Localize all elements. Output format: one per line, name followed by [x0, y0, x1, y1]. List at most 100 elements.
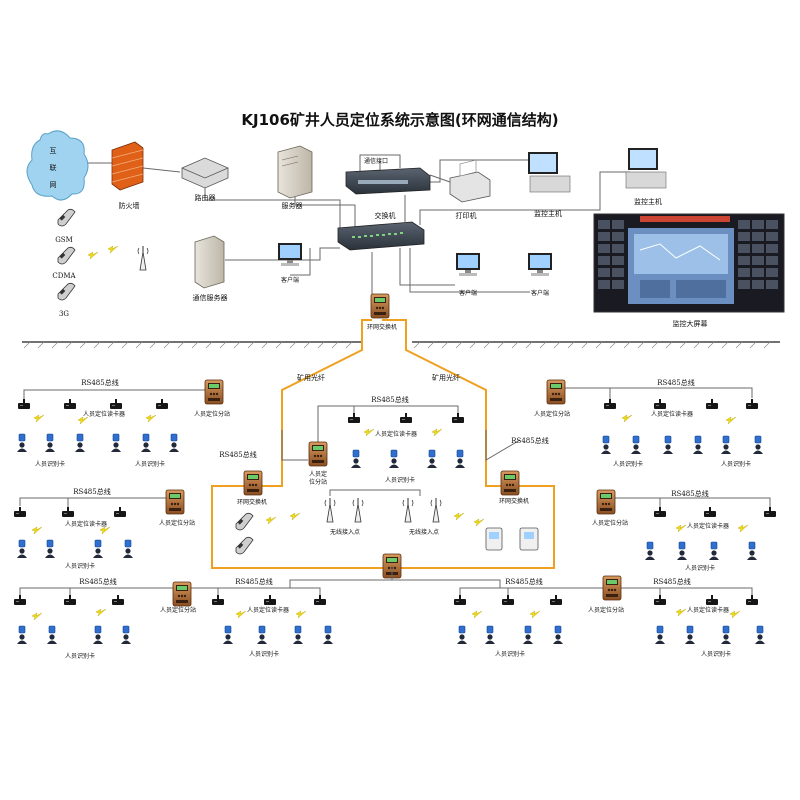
- id-card-icon: [16, 539, 28, 559]
- id-card-icon: [754, 625, 766, 645]
- signal-bolt-icon: [363, 428, 375, 437]
- rs485-label: RS485总线: [81, 378, 118, 387]
- router-icon: [181, 157, 229, 189]
- fiber-label: 矿用光纤: [432, 373, 460, 382]
- id-card-icon: [662, 435, 674, 455]
- id-card-icon: [454, 449, 466, 469]
- id-card-icon: [644, 541, 656, 561]
- rs485-label: RS485总线: [79, 577, 116, 586]
- diagram-title: KJ106矿井人员定位系统示意图(环网通信结构): [241, 111, 558, 129]
- id-card-icon: [720, 625, 732, 645]
- id-card-icon: [720, 435, 732, 455]
- reader-icon: [654, 595, 666, 605]
- substation-label: 人员定位分站: [159, 519, 195, 527]
- ring-switch-icon: [370, 293, 390, 319]
- reader-icon: [400, 413, 412, 423]
- substation-label: 人员定位分站: [534, 410, 570, 418]
- card-label: 人员识别卡: [249, 650, 279, 658]
- reader-icon: [14, 595, 26, 605]
- substation-label: 位分站: [309, 478, 327, 486]
- fiber-label: 矿用光纤: [297, 373, 325, 382]
- rs485-label: RS485总线: [653, 577, 690, 586]
- signal-bolt-icon: [471, 610, 483, 619]
- id-card-icon: [256, 625, 268, 645]
- reader-icon: [18, 399, 30, 409]
- reader-label: 人员定位读卡器: [651, 410, 693, 418]
- id-card-icon: [426, 449, 438, 469]
- substation-icon: [602, 575, 622, 601]
- phone-icon: [57, 246, 76, 265]
- substation-label: 人员定位分站: [592, 519, 628, 527]
- reader-icon: [62, 507, 74, 517]
- id-card-icon: [292, 625, 304, 645]
- client-pc-icon: [528, 253, 552, 276]
- signal-bolt-icon: [31, 526, 43, 535]
- reader-label: 人员定位读卡器: [65, 520, 107, 528]
- wireless-ap-icon: [324, 497, 336, 523]
- card-label: 人员识别卡: [685, 564, 715, 572]
- client-label: 客户端: [281, 276, 299, 284]
- card-label: 人员识别卡: [35, 460, 65, 468]
- wireless-ap-icon: [430, 497, 442, 523]
- id-card-icon: [456, 625, 468, 645]
- signal-bolt-icon: [107, 245, 119, 254]
- id-card-icon: [322, 625, 334, 645]
- card-label: 人员识别卡: [65, 652, 95, 660]
- substation-icon: [204, 379, 224, 405]
- gsm-label: GSM: [55, 236, 73, 244]
- monitor-host-label: 监控主机: [634, 197, 662, 206]
- rs485-label: RS485总线: [671, 489, 708, 498]
- ground-line: [22, 341, 780, 349]
- wireless-terminal-icon: [485, 527, 539, 551]
- monitor-host-icon: [625, 148, 667, 189]
- reader-label: 人员定位读卡器: [247, 606, 289, 614]
- id-card-icon: [684, 625, 696, 645]
- surface-wiring: [80, 154, 630, 300]
- id-card-icon: [122, 539, 134, 559]
- id-card-icon: [484, 625, 496, 645]
- reader-icon: [14, 507, 26, 517]
- card-label: 人员识别卡: [701, 650, 731, 658]
- wireless-ap-icon: [352, 497, 364, 523]
- reader-icon: [64, 595, 76, 605]
- card-group: [16, 433, 766, 645]
- id-card-icon: [110, 433, 122, 453]
- big-screen-label: 监控大屏幕: [673, 319, 708, 328]
- card-label: 人员识别卡: [135, 460, 165, 468]
- rs485-label: RS485总线: [219, 450, 256, 459]
- id-card-icon: [600, 435, 612, 455]
- card-label: 人员识别卡: [495, 650, 525, 658]
- id-card-icon: [522, 625, 534, 645]
- monitor-host-icon: [528, 152, 571, 193]
- client-pc-icon: [278, 243, 302, 266]
- cdma-label: CDMA: [52, 272, 76, 280]
- reader-icon: [604, 399, 616, 409]
- phone-icon: [57, 208, 76, 227]
- id-card-icon: [350, 449, 362, 469]
- reader-icon: [502, 595, 514, 605]
- rs485-label: RS485总线: [505, 577, 542, 586]
- comm-server-label: 通信服务器: [193, 293, 228, 302]
- id-card-icon: [92, 625, 104, 645]
- reader-icon: [706, 399, 718, 409]
- signal-bolt-icon: [737, 524, 749, 533]
- id-card-icon: [16, 433, 28, 453]
- id-card-icon: [676, 541, 688, 561]
- rs485-label: RS485总线: [73, 487, 110, 496]
- client-label: 客户端: [531, 289, 549, 297]
- reader-icon: [550, 595, 562, 605]
- substation-icon: [546, 379, 566, 405]
- signal-bolt-icon: [675, 608, 687, 617]
- cloud-label: 网: [50, 181, 57, 189]
- signal-bolt-icon: [33, 414, 45, 423]
- rs485-label: RS485总线: [657, 378, 694, 387]
- card-label: 人员识别卡: [385, 476, 415, 484]
- server-icon: [277, 145, 313, 199]
- id-card-icon: [692, 435, 704, 455]
- id-card-icon: [388, 449, 400, 469]
- substation-label: 人员定位分站: [588, 606, 624, 614]
- card-label: 人员识别卡: [613, 460, 643, 468]
- ring-switch-icon: [243, 470, 263, 496]
- phone-icon: [57, 282, 76, 301]
- id-card-icon: [654, 625, 666, 645]
